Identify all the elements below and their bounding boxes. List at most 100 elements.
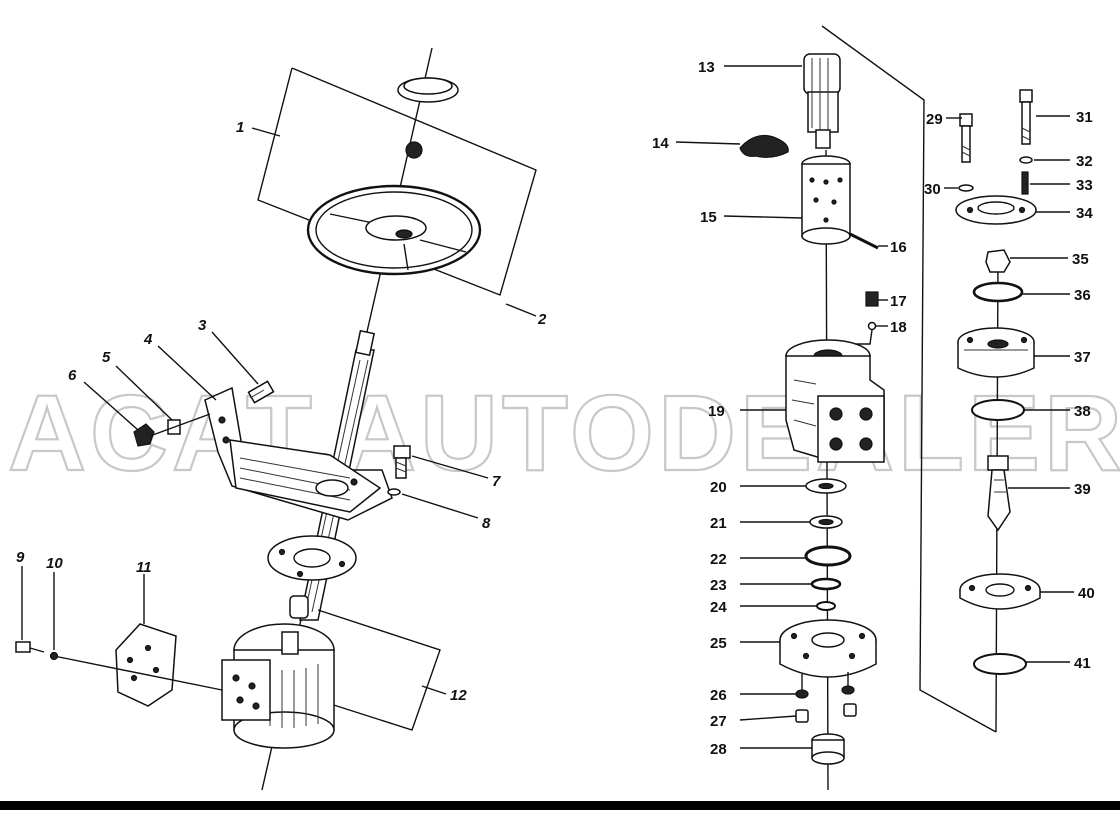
rotor-hole-2 bbox=[1020, 336, 1028, 344]
nut-part-6 bbox=[133, 423, 155, 447]
washer-part-26a bbox=[795, 689, 809, 699]
callout-4: 4 bbox=[143, 331, 153, 348]
plate-part-34 bbox=[955, 195, 1037, 225]
callout-3: 3 bbox=[198, 317, 207, 334]
shaft-spline-top bbox=[354, 329, 376, 357]
cover-hole-3 bbox=[130, 674, 138, 682]
ring-part-41 bbox=[973, 653, 1027, 675]
callout-18: 18 bbox=[890, 319, 907, 336]
port-cover-block bbox=[115, 623, 177, 707]
leader-1 bbox=[251, 127, 281, 137]
sleeve-bottom bbox=[801, 227, 851, 245]
housing-port-face bbox=[817, 395, 885, 463]
screw-part-33 bbox=[1021, 171, 1029, 195]
flange-hole-2 bbox=[338, 560, 346, 568]
wheel-spoke-right bbox=[419, 239, 467, 253]
callout-30: 30 bbox=[924, 181, 941, 198]
bolt-29-thread-1 bbox=[961, 145, 971, 151]
bolt-29-thread-2 bbox=[961, 151, 971, 157]
wheel-hub-bore bbox=[395, 229, 413, 239]
end-cap-hole-1 bbox=[790, 632, 798, 640]
bolt-31-thread-2 bbox=[1021, 135, 1031, 141]
bolt-shank-7 bbox=[395, 457, 407, 479]
callout-41: 41 bbox=[1074, 655, 1091, 672]
ring-part-23 bbox=[810, 577, 842, 591]
callout-37: 37 bbox=[1074, 349, 1091, 366]
callout-8: 8 bbox=[482, 515, 491, 532]
wheel-spoke-bottom bbox=[403, 243, 409, 271]
housing-port-3 bbox=[829, 437, 843, 451]
horn-cap-top bbox=[403, 77, 453, 95]
nut-part-35 bbox=[985, 249, 1011, 273]
drive-shaft-head bbox=[987, 455, 1009, 471]
valve-plug bbox=[865, 291, 879, 307]
flange-hole-1 bbox=[278, 548, 286, 556]
spline-shaft-tip bbox=[815, 129, 831, 149]
callout-39: 39 bbox=[1074, 481, 1091, 498]
bracket-hole-1 bbox=[218, 416, 226, 424]
callout-33: 33 bbox=[1076, 177, 1093, 194]
leader-14 bbox=[675, 141, 741, 145]
callout-24: 24 bbox=[710, 599, 727, 616]
callout-29: 29 bbox=[926, 111, 943, 128]
callout-23: 23 bbox=[710, 577, 727, 594]
bracket-shaft-hole bbox=[315, 479, 349, 497]
callout-40: 40 bbox=[1078, 585, 1095, 602]
port-hole-3 bbox=[236, 696, 244, 704]
washer-part-30 bbox=[958, 184, 974, 192]
wheel-group-frame bbox=[257, 67, 537, 296]
callout-27: 27 bbox=[710, 713, 727, 730]
callout-22: 22 bbox=[710, 551, 727, 568]
rotor-hole-1 bbox=[966, 336, 974, 344]
callout-36: 36 bbox=[1074, 287, 1091, 304]
bracket-hole-3 bbox=[350, 478, 358, 486]
bolt-head-7 bbox=[393, 445, 411, 459]
end-cap-hole-3 bbox=[802, 652, 810, 660]
callout-10: 10 bbox=[46, 555, 63, 572]
centering-spring bbox=[739, 135, 789, 158]
bolt-part-9 bbox=[15, 641, 31, 653]
sleeve-hole-5 bbox=[831, 199, 837, 205]
sleeve-hole-2 bbox=[823, 179, 829, 185]
housing-port-1 bbox=[829, 407, 843, 421]
bolt-7-thread-2 bbox=[395, 467, 407, 473]
ring-part-22 bbox=[804, 545, 852, 567]
callout-13: 13 bbox=[698, 59, 715, 76]
bracket-hatch-1 bbox=[239, 457, 351, 479]
callout-5: 5 bbox=[102, 349, 111, 366]
end-cap-hole-4 bbox=[848, 652, 856, 660]
housing-port-4 bbox=[859, 437, 873, 451]
plate-40-edge bbox=[959, 590, 1041, 610]
callout-1: 1 bbox=[236, 119, 244, 136]
plate-40-bore bbox=[985, 583, 1015, 597]
callout-31: 31 bbox=[1076, 109, 1093, 126]
unit-input-shaft bbox=[281, 631, 299, 655]
callout-6: 6 bbox=[68, 367, 77, 384]
bolt-7-thread-1 bbox=[395, 461, 407, 467]
spline-shaft-body bbox=[807, 91, 839, 133]
callout-34: 34 bbox=[1076, 205, 1093, 222]
housing-hatch-2 bbox=[791, 399, 815, 405]
plate-40-hole-2 bbox=[1024, 584, 1032, 592]
ring-part-38 bbox=[971, 399, 1025, 421]
middle-axis-line bbox=[825, 149, 829, 791]
spacer-part bbox=[289, 595, 309, 619]
plate-20-hole bbox=[818, 482, 834, 490]
spline-shaft-top bbox=[803, 53, 841, 95]
plate-34-hole-2 bbox=[1018, 206, 1026, 214]
cap-part-28-bottom bbox=[811, 751, 845, 765]
leader-8 bbox=[401, 493, 479, 519]
rotor-body bbox=[957, 342, 1035, 378]
callout-9: 9 bbox=[16, 549, 25, 566]
callout-21: 21 bbox=[710, 515, 727, 532]
leader-2 bbox=[505, 303, 537, 317]
washer-part-8 bbox=[387, 488, 401, 496]
callout-15: 15 bbox=[700, 209, 717, 226]
leader-6 bbox=[83, 381, 139, 431]
ring-part-36 bbox=[972, 281, 1024, 303]
cover-axis-line bbox=[53, 655, 223, 691]
ring-part-24 bbox=[816, 601, 836, 611]
housing-port-2 bbox=[859, 407, 873, 421]
callout-19: 19 bbox=[708, 403, 725, 420]
